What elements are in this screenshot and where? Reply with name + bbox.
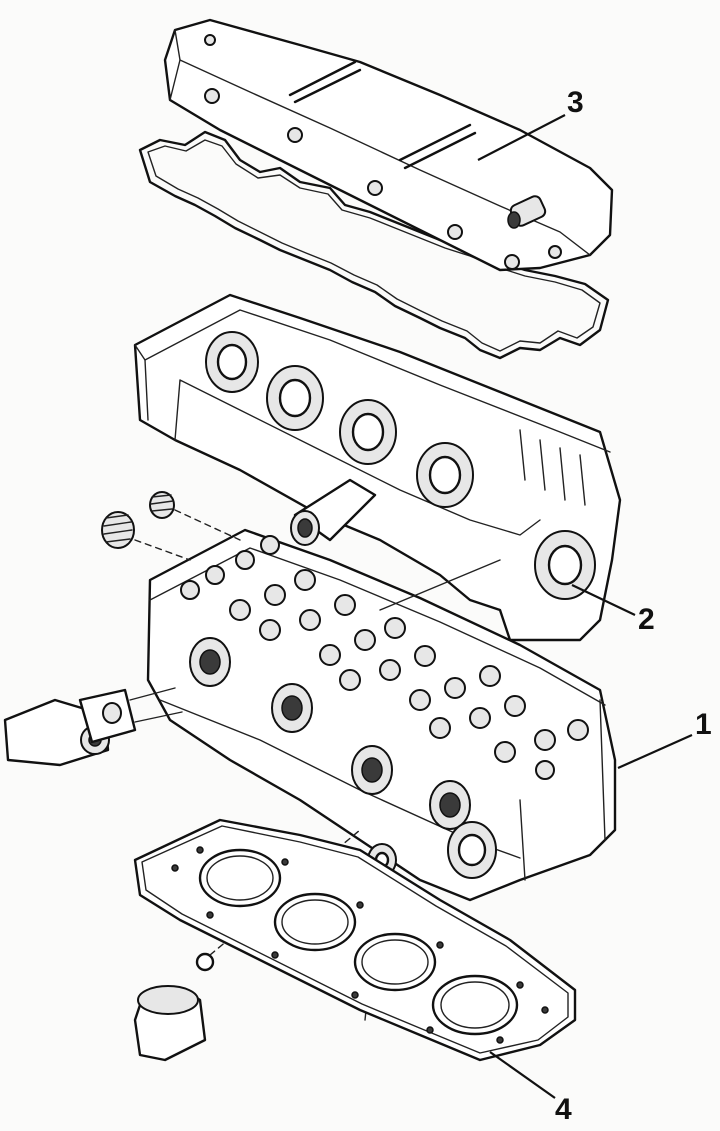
valve-cover-gasket: [138, 130, 610, 360]
leader-line-4: [489, 1051, 556, 1099]
head-gasket: [133, 818, 577, 1062]
gasket-bores: [198, 848, 519, 1036]
camshaft-housing: [133, 293, 622, 642]
valve-cover: [138, 18, 614, 360]
leader-lines: [477, 114, 693, 1099]
leader-line-3: [477, 114, 566, 161]
plug-seals: [101, 491, 501, 611]
callout-2: 2: [638, 603, 655, 636]
plug-seal-right: [149, 491, 175, 519]
cylinder-head: [146, 528, 617, 902]
camshaft-bearings: [205, 331, 596, 600]
gasket-holes: [171, 846, 549, 1044]
coolant-outlet-pipe: [290, 478, 377, 546]
valve-cover-bolts: [204, 34, 562, 270]
leader-line-1: [617, 733, 693, 770]
leader-line-2: [571, 584, 636, 616]
callout-4: 4: [555, 1093, 572, 1126]
breather-nozzle: [507, 195, 547, 229]
plug-seal-left: [101, 511, 135, 549]
callout-3: 3: [567, 86, 584, 119]
callout-1: 1: [695, 708, 712, 741]
exhaust-ports: [189, 637, 471, 830]
thermostat-housing: [3, 687, 183, 767]
valve-seats: [180, 535, 589, 780]
valve-cover-body: [163, 18, 614, 272]
